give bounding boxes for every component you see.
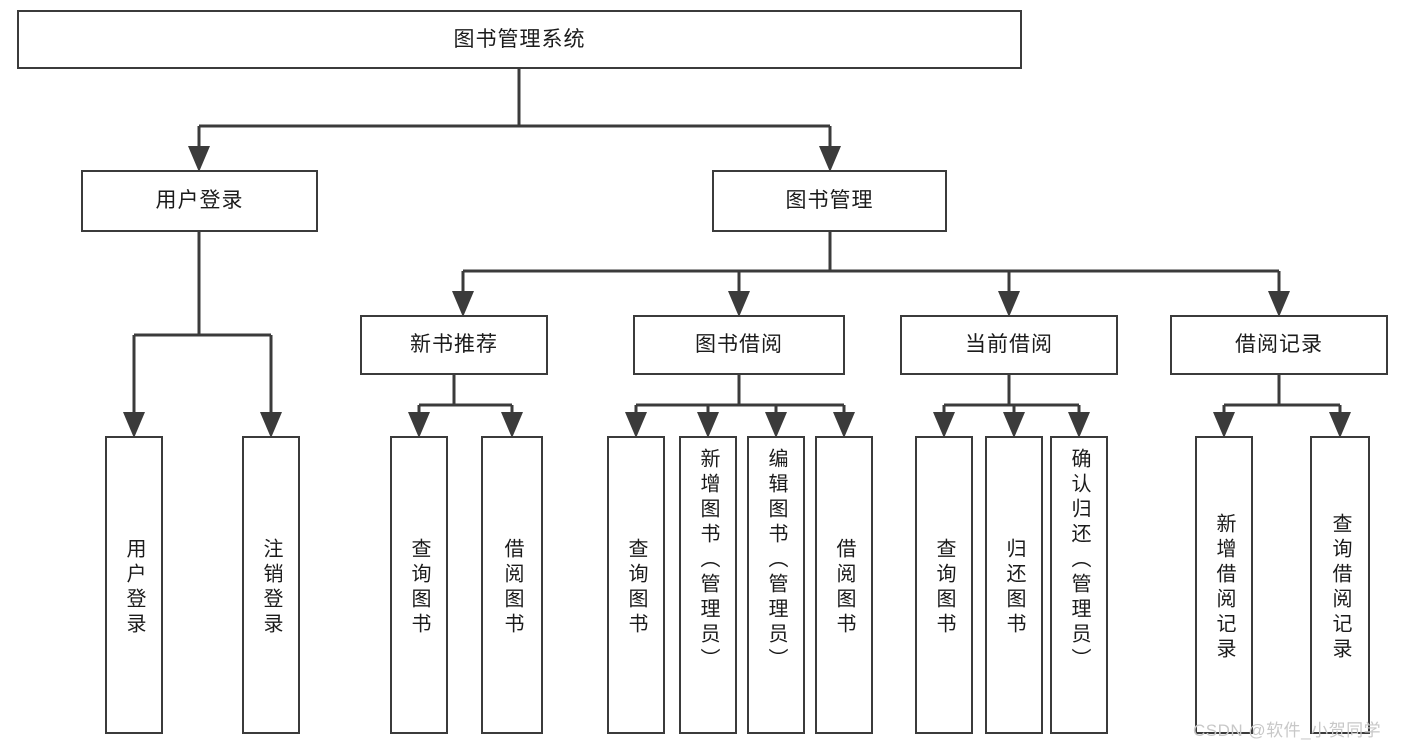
leaf-edit-book-admin-textwrap: 编辑图书（管理员） (749, 444, 803, 732)
node-leaf-confirm-return-admin-label: 确认归还（管理员） (1068, 448, 1090, 673)
leaf-query-book-3-textwrap: 查询图书 (917, 444, 971, 732)
arrowhead-leaf-query-book-1 (408, 412, 430, 438)
leaf-borrow-book-1-textwrap: 借阅图书 (483, 444, 541, 732)
node-root-label: 图书管理系统 (453, 27, 586, 51)
node-leaf-edit-book-admin-label: 编辑图书（管理员） (765, 448, 787, 673)
arrowhead-leaf-add-borrow-record (1213, 412, 1235, 438)
arrowhead-leaf-confirm-return-admin (1068, 412, 1090, 438)
arrowhead-book-management (819, 146, 841, 172)
leaf-borrow-book-2-textwrap: 借阅图书 (817, 444, 871, 732)
node-current-borrow[interactable]: 当前借阅 (900, 315, 1118, 375)
node-leaf-query-book-3-label: 查询图书 (933, 538, 955, 638)
leaf-add-book-admin-textwrap: 新增图书（管理员） (681, 444, 735, 732)
node-leaf-add-book-admin-label: 新增图书（管理员） (697, 448, 719, 673)
node-leaf-borrow-book-1[interactable]: 借阅图书 (481, 436, 543, 734)
arrowhead-leaf-borrow-book-1 (501, 412, 523, 438)
arrowhead-leaf-return-book (1003, 412, 1025, 438)
node-book-management[interactable]: 图书管理 (712, 170, 947, 232)
arrowhead-borrow-record (1268, 291, 1290, 317)
node-leaf-borrow-book-2[interactable]: 借阅图书 (815, 436, 873, 734)
leaf-query-borrow-record-textwrap: 查询借阅记录 (1312, 444, 1368, 732)
arrowhead-current-borrow (998, 291, 1020, 317)
node-leaf-query-borrow-record-label: 查询借阅记录 (1329, 513, 1351, 663)
arrowhead-leaf-borrow-book-2 (833, 412, 855, 438)
leaf-logout-login-textwrap: 注销登录 (244, 444, 298, 732)
node-borrow-record[interactable]: 借阅记录 (1170, 315, 1388, 375)
node-leaf-borrow-book-1-label: 借阅图书 (501, 538, 523, 638)
node-leaf-user-login[interactable]: 用户登录 (105, 436, 163, 734)
node-leaf-confirm-return-admin[interactable]: 确认归还（管理员） (1050, 436, 1108, 734)
node-leaf-query-borrow-record[interactable]: 查询借阅记录 (1310, 436, 1370, 734)
arrowhead-user-login (188, 146, 210, 172)
node-new-book-recommend-label: 新书推荐 (410, 333, 498, 357)
node-leaf-edit-book-admin[interactable]: 编辑图书（管理员） (747, 436, 805, 734)
node-leaf-add-borrow-record[interactable]: 新增借阅记录 (1195, 436, 1253, 734)
arrowhead-leaf-query-borrow-record (1329, 412, 1351, 438)
node-book-borrow-label: 图书借阅 (695, 333, 783, 357)
node-leaf-add-book-admin[interactable]: 新增图书（管理员） (679, 436, 737, 734)
leaf-query-book-1-textwrap: 查询图书 (392, 444, 446, 732)
node-leaf-logout-login-label: 注销登录 (260, 538, 282, 638)
node-leaf-logout-login[interactable]: 注销登录 (242, 436, 300, 734)
leaf-user-login-textwrap: 用户登录 (107, 444, 161, 732)
node-borrow-record-label: 借阅记录 (1235, 333, 1323, 357)
node-leaf-query-book-2[interactable]: 查询图书 (607, 436, 665, 734)
arrowhead-leaf-add-book-admin (697, 412, 719, 438)
arrowhead-leaf-query-book-2 (625, 412, 647, 438)
leaf-confirm-return-admin-textwrap: 确认归还（管理员） (1052, 444, 1106, 732)
node-book-borrow[interactable]: 图书借阅 (633, 315, 845, 375)
arrowheads (123, 146, 1351, 438)
arrowhead-leaf-user-login (123, 412, 145, 438)
node-user-login-label: 用户登录 (155, 189, 244, 213)
node-leaf-query-book-3[interactable]: 查询图书 (915, 436, 973, 734)
node-root[interactable]: 图书管理系统 (17, 10, 1022, 69)
node-leaf-return-book[interactable]: 归还图书 (985, 436, 1043, 734)
leaf-return-book-textwrap: 归还图书 (987, 444, 1041, 732)
node-leaf-user-login-label: 用户登录 (123, 538, 145, 638)
leaf-query-book-2-textwrap: 查询图书 (609, 444, 663, 732)
arrowhead-leaf-edit-book-admin (765, 412, 787, 438)
node-book-management-label: 图书管理 (785, 189, 874, 213)
node-leaf-query-book-1[interactable]: 查询图书 (390, 436, 448, 734)
node-current-borrow-label: 当前借阅 (965, 333, 1053, 357)
node-leaf-return-book-label: 归还图书 (1003, 538, 1025, 638)
leaf-add-borrow-record-textwrap: 新增借阅记录 (1197, 444, 1251, 732)
node-leaf-query-book-1-label: 查询图书 (408, 538, 430, 638)
node-leaf-borrow-book-2-label: 借阅图书 (833, 538, 855, 638)
node-new-book-recommend[interactable]: 新书推荐 (360, 315, 548, 375)
arrowhead-new-book-recommend (452, 291, 474, 317)
node-leaf-add-borrow-record-label: 新增借阅记录 (1213, 513, 1235, 663)
node-user-login[interactable]: 用户登录 (81, 170, 318, 232)
arrowhead-leaf-logout-login (260, 412, 282, 438)
arrowhead-book-borrow (728, 291, 750, 317)
arrowhead-leaf-query-book-3 (933, 412, 955, 438)
node-leaf-query-book-2-label: 查询图书 (625, 538, 647, 638)
